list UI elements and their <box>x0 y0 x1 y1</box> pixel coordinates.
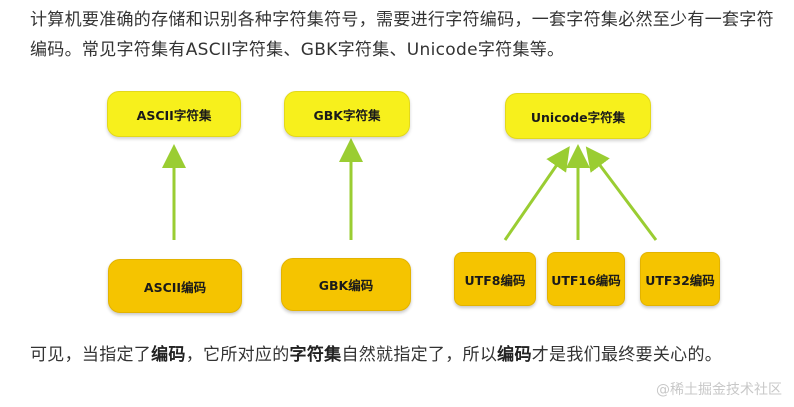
unicode-charset-box: Unicode字符集 <box>505 93 651 139</box>
ascii-encoding-box: ASCII编码 <box>108 259 242 313</box>
utf8-encoding-box: UTF8编码 <box>454 252 536 306</box>
conclusion-text-1: 可见，当指定了 <box>30 345 152 365</box>
arrow-utf32 <box>585 146 658 241</box>
conclusion-paragraph: 可见，当指定了编码，它所对应的字符集自然就指定了，所以编码才是我们最终要关心的。 <box>30 340 780 370</box>
utf32-encoding-box: UTF32编码 <box>640 252 720 306</box>
gbk-charset-box: GBK字符集 <box>284 91 410 137</box>
conclusion-text-3: 自然就指定了，所以 <box>341 345 498 365</box>
watermark-text: @稀土掘金技术社区 <box>656 382 782 398</box>
utf16-encoding-box: UTF16编码 <box>547 252 625 306</box>
gbk-encoding-box: GBK编码 <box>281 258 411 311</box>
conclusion-text-4: 才是我们最终要关心的。 <box>531 345 723 365</box>
arrow-utf8 <box>503 146 570 241</box>
conclusion-bold-charset: 字符集 <box>289 345 342 365</box>
conclusion-bold-encoding-1: 编码 <box>151 345 186 365</box>
conclusion-text-2: ，它所对应的 <box>185 345 290 365</box>
intro-paragraph: 计算机要准确的存储和识别各种字符集符号，需要进行字符编码，一套字符集必然至少有一… <box>30 10 774 60</box>
ascii-charset-box: ASCII字符集 <box>107 91 241 137</box>
conclusion-bold-encoding-2: 编码 <box>497 345 532 365</box>
